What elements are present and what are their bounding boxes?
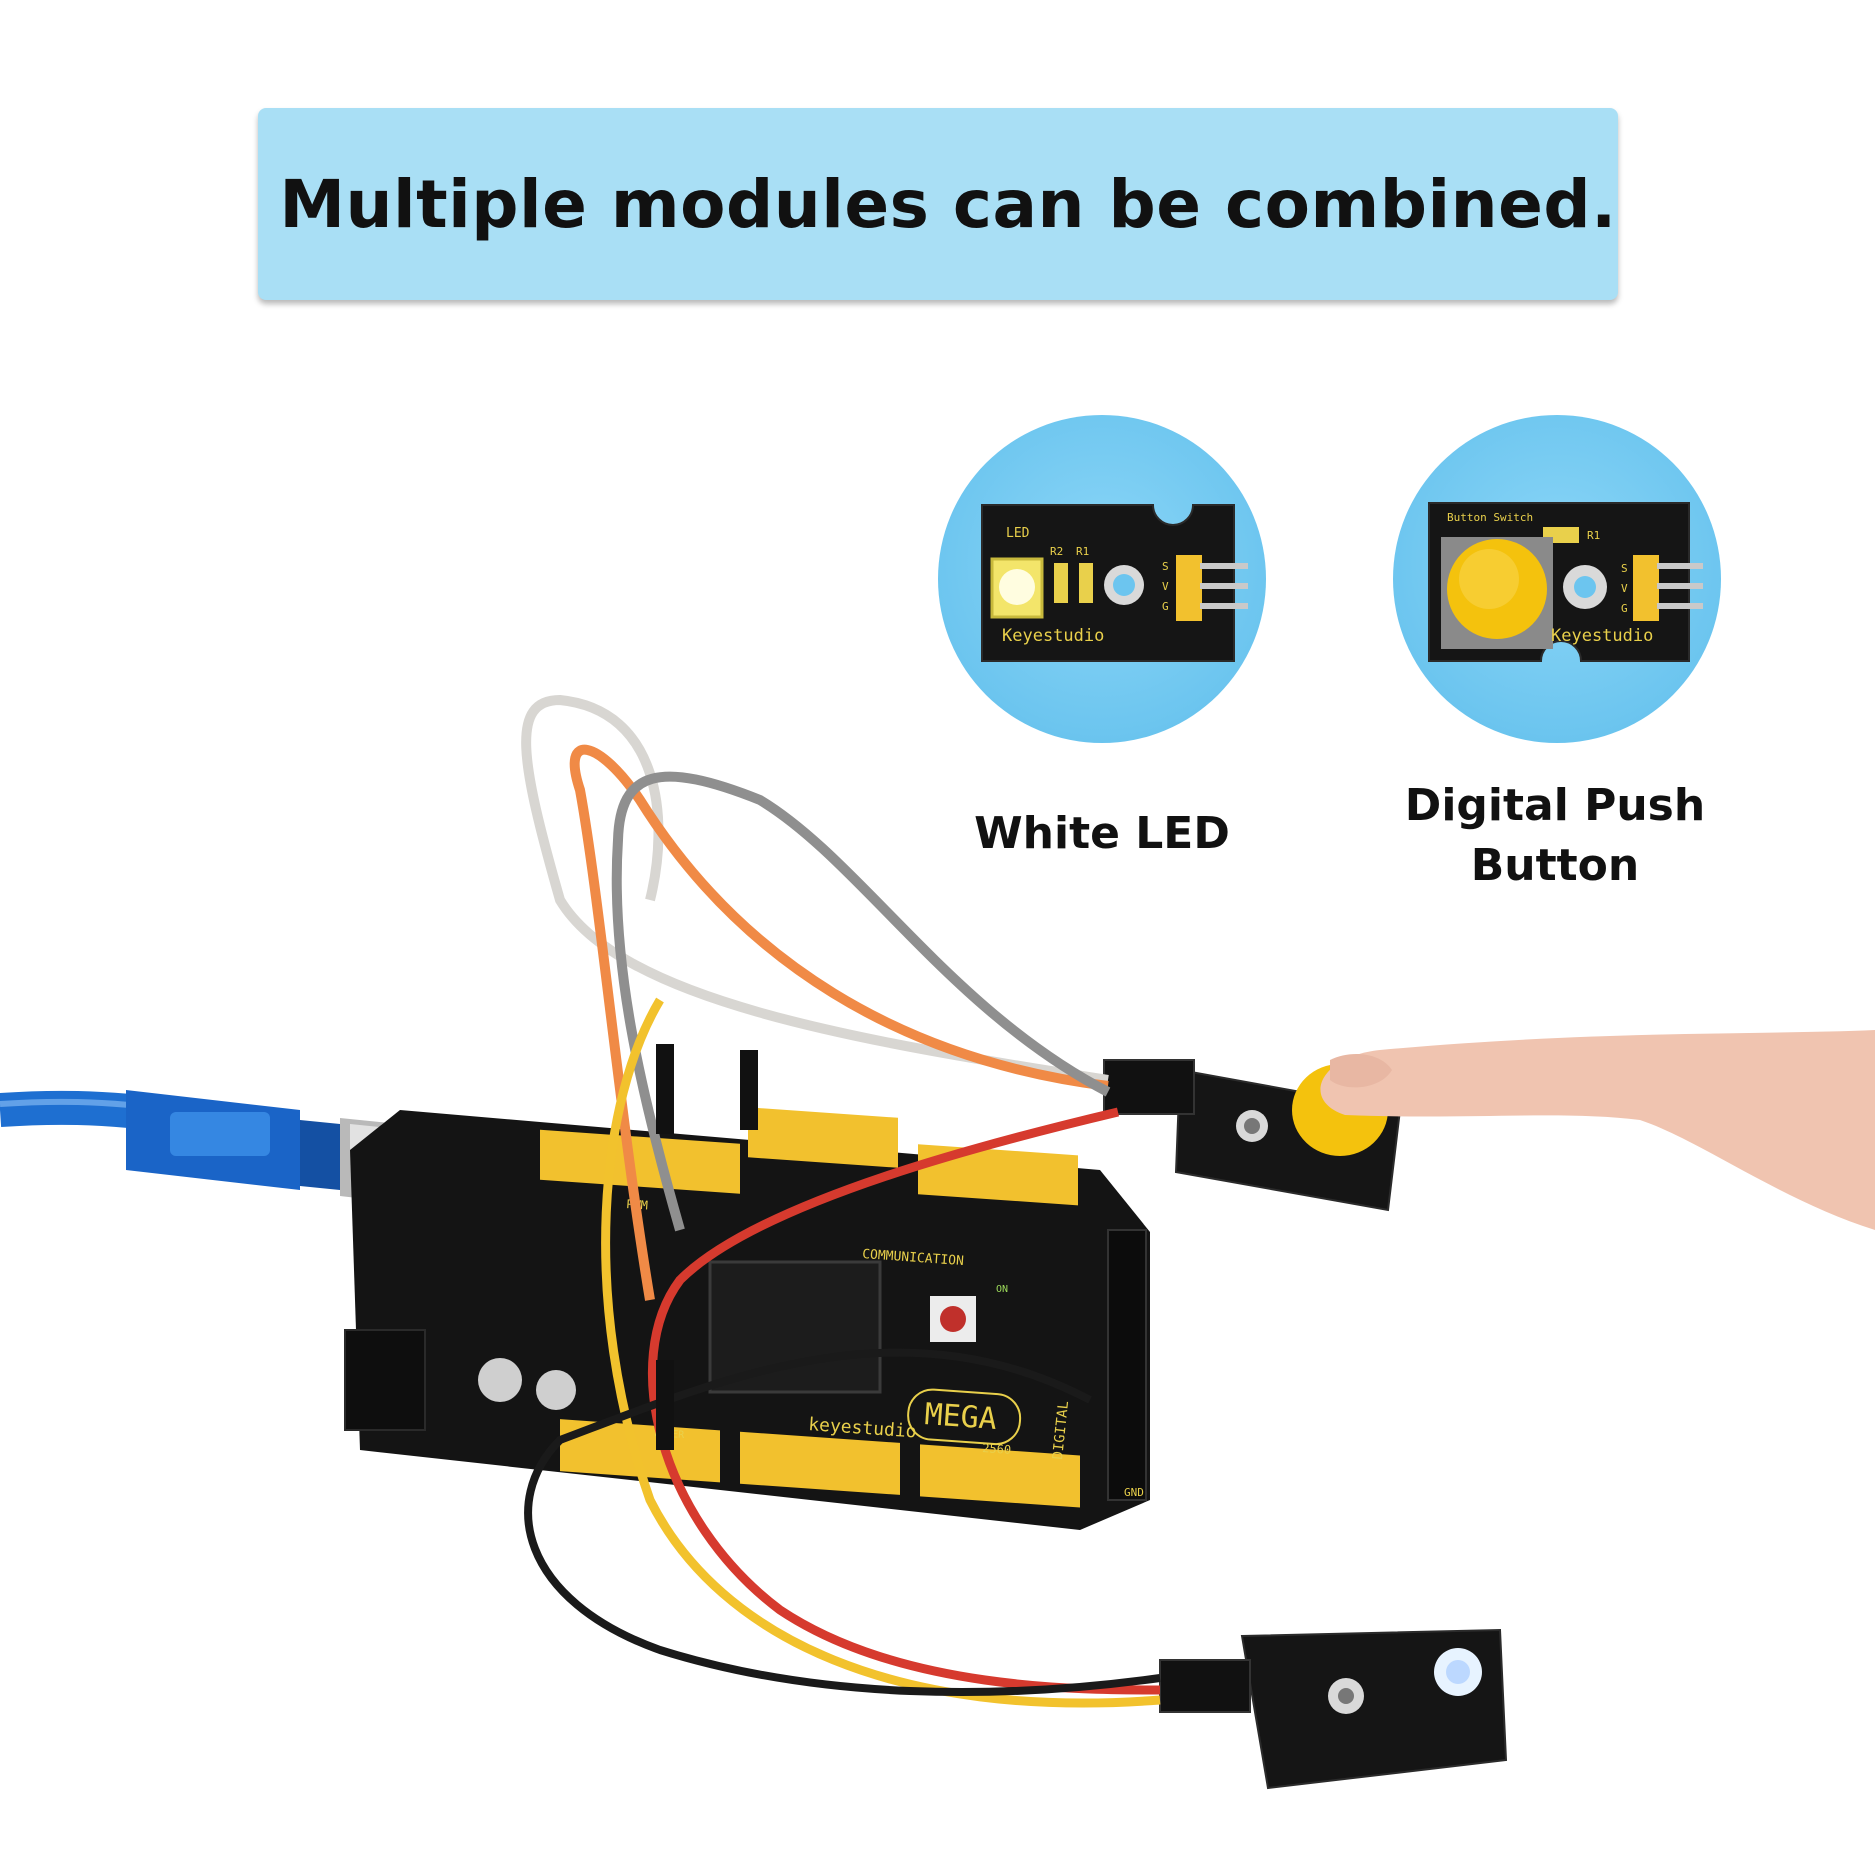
button-module-jumper-housing bbox=[1103, 1059, 1195, 1115]
led-module-jumper-housing bbox=[1159, 1659, 1251, 1713]
mega-chip bbox=[708, 1260, 882, 1394]
led-pin-s: S bbox=[1162, 560, 1169, 573]
led-part-r1: R1 bbox=[1076, 545, 1089, 558]
board-on-label: ON bbox=[996, 1284, 1008, 1295]
push-button-label: Digital Push Button bbox=[1360, 776, 1750, 896]
board-gnd-label: GND bbox=[1124, 1486, 1144, 1499]
white-led-module-inset: LED R2 R1 S V G Keyestudio bbox=[938, 415, 1266, 743]
push-button-label-line1: Digital Push bbox=[1404, 780, 1706, 831]
usb-cable bbox=[0, 1090, 142, 1129]
headline-banner: Multiple modules can be combined. bbox=[258, 108, 1618, 300]
led-board-title: LED bbox=[1006, 526, 1030, 541]
button-pin-v: V bbox=[1621, 582, 1628, 595]
wire-black bbox=[524, 1348, 1161, 1697]
finger bbox=[1320, 1030, 1875, 1230]
led-part-r2: R2 bbox=[1050, 545, 1063, 558]
headline-text: Multiple modules can be combined. bbox=[279, 165, 1617, 243]
board-model: MEGA bbox=[923, 1397, 998, 1437]
button-part-r1: R1 bbox=[1587, 529, 1600, 542]
led-board-brand: Keyestudio bbox=[1002, 626, 1104, 646]
push-button-module-inset: Button Switch R1 S V G Keyestudio bbox=[1393, 415, 1721, 743]
board-communication-label: COMMUNICATION bbox=[862, 1247, 965, 1269]
led-pin-g: G bbox=[1162, 600, 1169, 613]
wire-gray bbox=[611, 771, 1111, 1232]
board-digital-label: DIGITAL bbox=[1050, 1400, 1072, 1460]
board-model-sub: 2560 bbox=[982, 1441, 1012, 1457]
white-led-module-illustration: LED R2 R1 S V G Keyestudio bbox=[981, 504, 1248, 662]
button-pin-s: S bbox=[1621, 562, 1628, 575]
wire-white bbox=[521, 694, 1109, 1085]
push-button-label-line2: Button bbox=[1470, 840, 1640, 891]
led-pin-v: V bbox=[1162, 580, 1169, 593]
button-board-brand: Keyestudio bbox=[1551, 626, 1653, 646]
push-button-module-illustration: Button Switch R1 S V G Keyestudio bbox=[1428, 502, 1703, 662]
button-pin-g: G bbox=[1621, 602, 1628, 615]
white-led-label: White LED bbox=[974, 808, 1230, 859]
button-board-title: Button Switch bbox=[1447, 511, 1533, 524]
wire-orange bbox=[569, 744, 1109, 1301]
